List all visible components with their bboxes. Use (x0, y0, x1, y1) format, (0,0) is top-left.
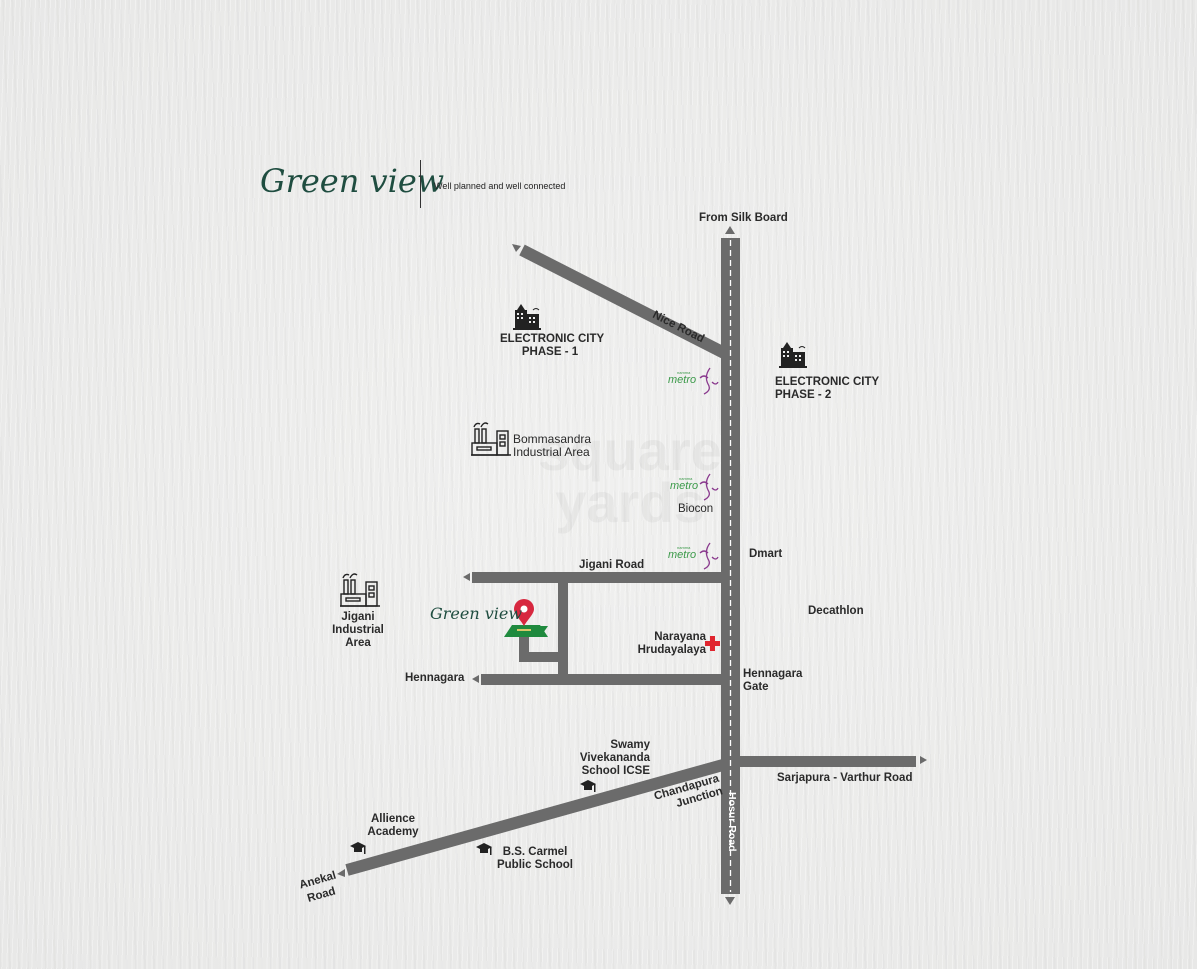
narayana-line1: Narayana (654, 631, 706, 643)
south-arrow-icon (725, 897, 735, 905)
bommasandra-line2: Industrial Area (513, 445, 590, 459)
building-icon (513, 304, 541, 330)
nice-road (519, 244, 733, 362)
landmark-jigani-industrial: Jigani Industrial Area (328, 611, 388, 650)
watermark-line2: yards (555, 471, 705, 534)
landmark-hennagara-gate: Hennagara Gate (743, 668, 802, 694)
graduation-cap-icon (350, 842, 366, 854)
ec-phase-2-line1: ELECTRONIC CITY (775, 376, 880, 388)
swamy-line1: Swamy (610, 739, 650, 751)
sarjapura-road-arrow-icon (920, 756, 927, 764)
allience-line2: Academy (367, 826, 419, 838)
jigani-road (472, 572, 730, 583)
hennagara-road-arrow-icon (472, 675, 479, 683)
landmark-narayana-hrudayalaya: Narayana Hrudayalaya (630, 631, 706, 657)
watermark-line1: square (538, 419, 722, 482)
watermark: square yards (520, 419, 740, 534)
project-access-road-h (519, 652, 563, 662)
landmark-bommasandra: Bommasandra Industrial Area (513, 433, 591, 459)
jigani-line3: Area (345, 637, 371, 649)
landmark-decathlon: Decathlon (808, 605, 864, 617)
brand-logo: Green view (260, 162, 445, 200)
graduation-cap-icon (476, 843, 492, 855)
jigani-line1: Jigani (341, 611, 375, 623)
allience-line1: Allience (370, 813, 416, 825)
metro-station-1: namma metro (668, 366, 720, 394)
project-marker-label: Green view (430, 604, 523, 623)
hennagara-gate-line2: Gate (743, 681, 769, 693)
metro-station-dmart: namma metro (668, 541, 720, 569)
anekal-road-arrow-icon (337, 869, 345, 877)
metro-station-biocon: namma metro (670, 472, 722, 500)
project-access-road (519, 636, 529, 662)
jigani-road-arrow-icon (463, 573, 470, 581)
sarjapura-road (730, 756, 916, 767)
metro-sublabel: namma (677, 370, 691, 375)
metro-sublabel: namma (677, 545, 691, 550)
metro-logo-icon: metro (668, 549, 697, 561)
anekal-road (345, 757, 732, 876)
jigani-line2: Industrial (332, 624, 384, 636)
hennagara-road (481, 674, 730, 685)
landmark-swamy-vivekananda: Swamy Vivekananda School ICSE (560, 739, 650, 778)
road-label-from-silk-board: From Silk Board (699, 212, 788, 224)
road-label-sarjapura: Sarjapura - Varthur Road (777, 772, 913, 784)
metro-logo-icon: metro (670, 480, 699, 492)
project-location-marker[interactable] (504, 599, 548, 637)
landmark-bs-carmel: B.S. Carmel Public School (494, 846, 576, 872)
swamy-line2: Vivekananda (579, 752, 650, 764)
north-arrow-icon (725, 226, 735, 234)
carmel-line1: B.S. Carmel (502, 846, 568, 858)
bommasandra-line1: Bommasandra (513, 432, 592, 446)
landmark-allience-academy: Allience Academy (360, 813, 426, 839)
nice-road-arrow-icon (512, 244, 521, 252)
carmel-line2: Public School (496, 859, 574, 871)
metro-logo-icon: metro (668, 374, 697, 386)
hospital-cross-icon (705, 636, 720, 651)
metro-swirl-icon (699, 367, 719, 570)
building-icon (779, 342, 807, 368)
factory-icon (340, 573, 380, 607)
tagline: Well planned and well connected (434, 181, 566, 191)
hennagara-gate-line1: Hennagara (743, 668, 803, 680)
road-label-jigani-road: Jigani Road (579, 559, 645, 571)
connector-road (558, 583, 568, 675)
landmark-ec-phase-2: ELECTRONIC CITY PHASE - 2 (775, 376, 879, 402)
landmark-biocon: Biocon (678, 503, 714, 515)
swamy-line3: School ICSE (581, 765, 650, 777)
graduation-cap-icon (580, 780, 596, 792)
factory-icon (471, 422, 511, 456)
landmark-ec-phase-1: ELECTRONIC CITY PHASE - 1 (500, 333, 605, 359)
narayana-line2: Hrudayalaya (637, 644, 706, 656)
header-divider (420, 160, 421, 208)
ec-phase-1-line1: ELECTRONIC CITY (500, 333, 605, 345)
ec-phase-1-line2: PHASE - 1 (521, 346, 579, 358)
metro-sublabel: namma (679, 476, 693, 481)
road-label-hosur-road: Hosur Road (726, 792, 738, 852)
road-label-hennagara: Hennagara (405, 672, 465, 684)
ec-phase-2-line2: PHASE - 2 (775, 389, 832, 401)
landmark-dmart: Dmart (749, 548, 783, 560)
